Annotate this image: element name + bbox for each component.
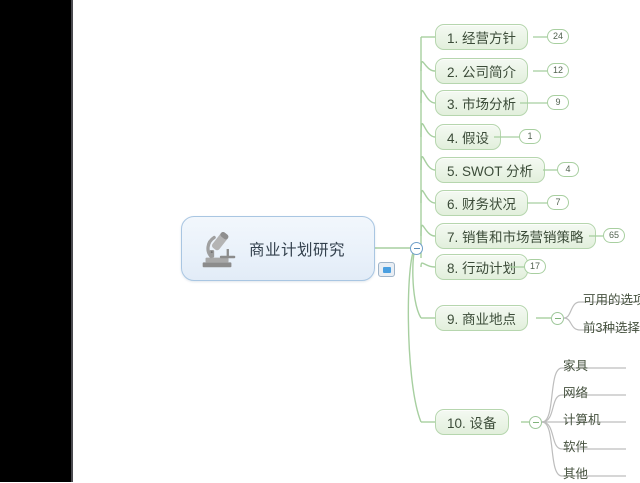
branch-label: 4. 假设	[447, 131, 490, 146]
count-badge-6: 7	[547, 195, 569, 210]
count-badge-1: 24	[547, 29, 570, 44]
left-black-panel	[0, 0, 71, 482]
branch-label: 8. 行动计划	[447, 261, 517, 276]
subitem-equipment-5[interactable]: 其他	[563, 467, 589, 481]
count-badge-4: 1	[519, 129, 541, 144]
branch-node-10[interactable]: 10. 设备	[435, 409, 509, 435]
branch-node-5[interactable]: 5. SWOT 分析	[435, 157, 546, 183]
branch-label: 3. 市场分析	[447, 97, 517, 112]
branch-label: 2. 公司简介	[447, 65, 517, 80]
root-node[interactable]: 商业计划研究	[181, 216, 375, 281]
count-badge-2: 12	[547, 63, 570, 78]
branch-label: 7. 销售和市场营销策略	[447, 230, 584, 245]
branch-node-1[interactable]: 1. 经营方针	[435, 24, 529, 50]
panel-divider	[71, 0, 73, 482]
subitem-equipment-4[interactable]: 软件	[563, 440, 589, 454]
branch-label: 5. SWOT 分析	[447, 164, 534, 179]
root-label: 商业计划研究	[249, 241, 346, 259]
branch-label: 9. 商业地点	[447, 312, 517, 327]
subitem-equipment-2[interactable]: 网络	[563, 386, 589, 400]
count-badge-8: 17	[524, 259, 547, 274]
note-icon[interactable]	[378, 262, 395, 277]
count-badge-5: 4	[557, 162, 579, 177]
branch-label: 10. 设备	[447, 416, 497, 431]
subitem-equipment-3[interactable]: 计算机	[563, 413, 601, 427]
branch-node-4[interactable]: 4. 假设	[435, 124, 502, 150]
branch-node-6[interactable]: 6. 财务状况	[435, 190, 529, 216]
branch-label: 6. 财务状况	[447, 197, 517, 212]
branch-node-3[interactable]: 3. 市场分析	[435, 90, 529, 116]
branch-label: 1. 经营方针	[447, 31, 517, 46]
subitem-location-1[interactable]: 可用的选项	[583, 293, 640, 307]
count-badge-3: 9	[547, 95, 569, 110]
subitem-equipment-1[interactable]: 家具	[563, 359, 589, 373]
collapse-toggle-equipment[interactable]	[529, 416, 542, 429]
branch-node-2[interactable]: 2. 公司简介	[435, 58, 529, 84]
branch-node-9[interactable]: 9. 商业地点	[435, 305, 529, 331]
root-collapse-toggle[interactable]	[410, 242, 423, 255]
count-badge-7: 65	[603, 228, 626, 243]
subitem-location-2[interactable]: 前3种选择	[583, 321, 640, 335]
collapse-toggle-location[interactable]	[551, 312, 564, 325]
microscope-icon	[202, 231, 236, 267]
branch-node-7[interactable]: 7. 销售和市场营销策略	[435, 223, 596, 249]
